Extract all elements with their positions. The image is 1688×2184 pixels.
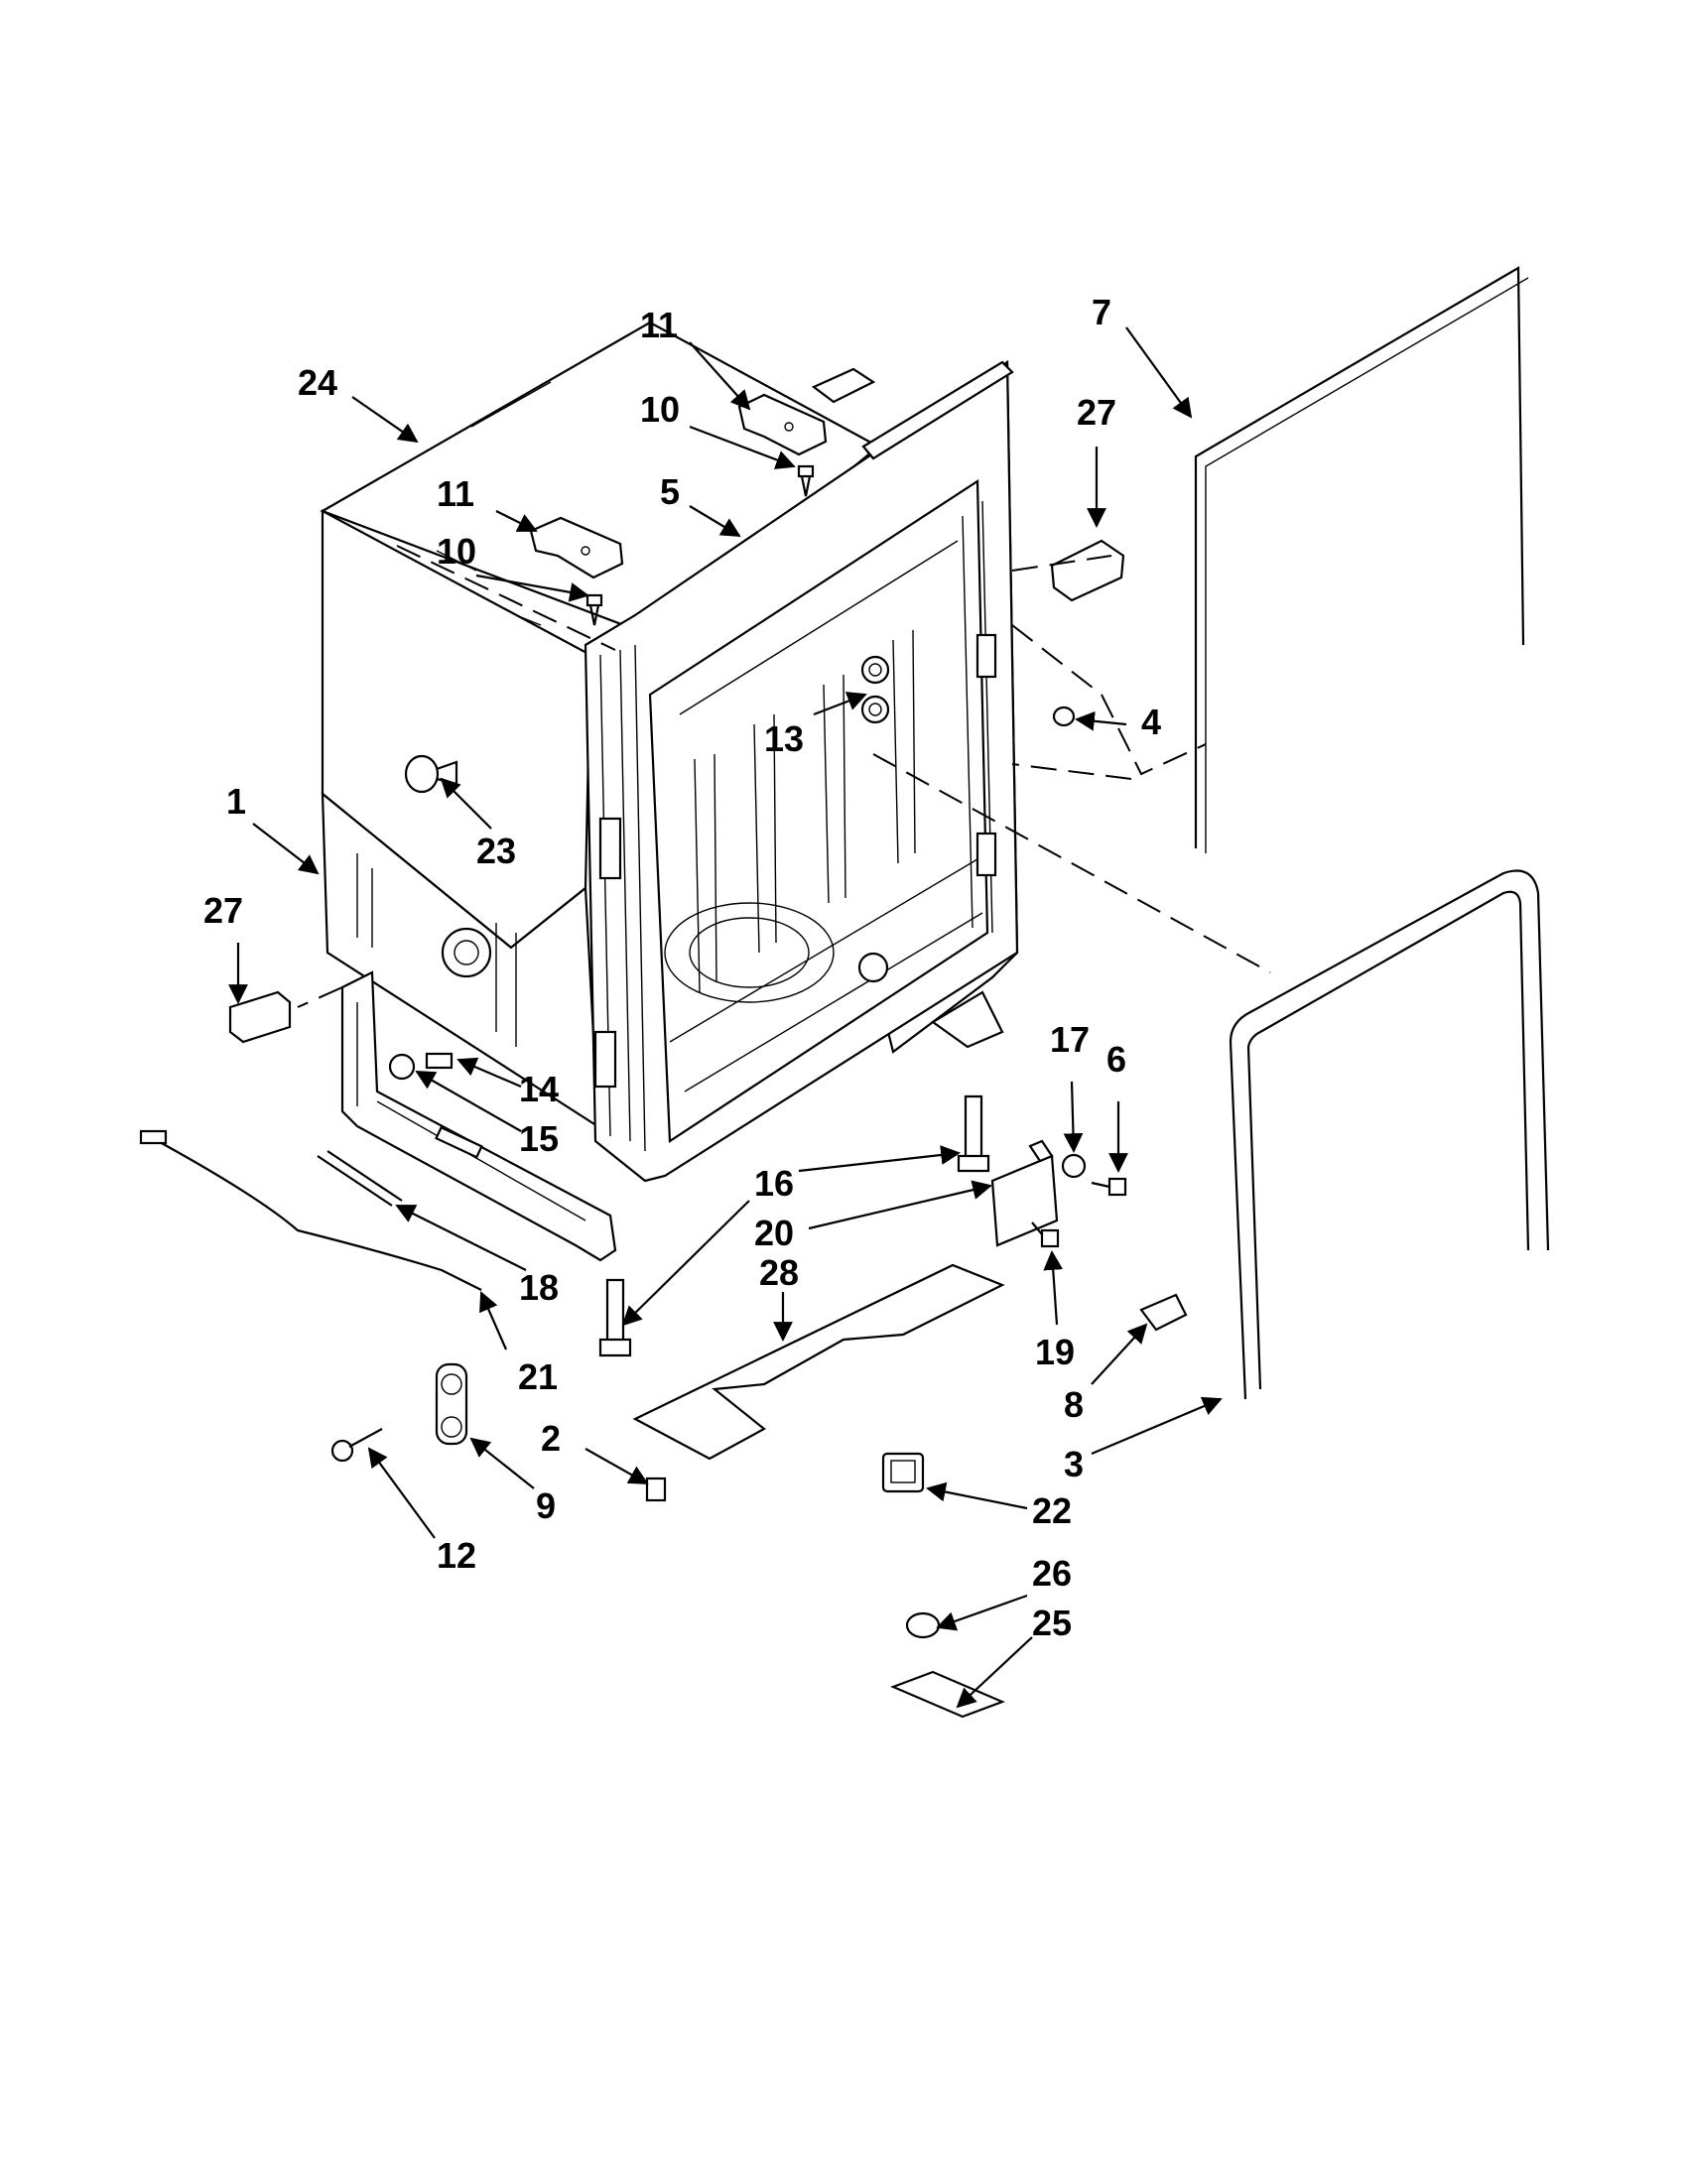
hinge-plate-left xyxy=(529,516,624,579)
callout-12: 12 xyxy=(437,1535,476,1576)
callout-19: 19 xyxy=(1035,1332,1075,1372)
leveling-leg-left xyxy=(598,1278,632,1357)
bolt-part xyxy=(330,1428,383,1463)
float-cap xyxy=(905,1611,941,1639)
door-spring xyxy=(317,1150,403,1207)
callout-17: 17 xyxy=(1050,1019,1090,1060)
callout-27: 27 xyxy=(203,890,243,931)
screw-hinge xyxy=(425,1052,454,1070)
corner-block-left xyxy=(228,990,292,1044)
callout-2: 2 xyxy=(541,1418,561,1459)
callout-11: 11 xyxy=(437,473,474,514)
hinge-plate-top xyxy=(737,393,828,456)
screw-side xyxy=(1091,1177,1127,1197)
screw-bottom xyxy=(1031,1221,1060,1248)
callout-23: 23 xyxy=(476,831,516,871)
switch-part xyxy=(881,1452,925,1493)
callout-13: 13 xyxy=(764,718,804,759)
callout-25: 25 xyxy=(1032,1603,1072,1643)
callout-20: 20 xyxy=(754,1213,794,1253)
callout-8: 8 xyxy=(1064,1384,1084,1425)
nut-hinge xyxy=(388,1053,416,1081)
roller-pair xyxy=(435,1362,468,1446)
float-bracket xyxy=(890,1670,1005,1719)
callout-24: 24 xyxy=(298,362,337,403)
callout-9: 9 xyxy=(536,1485,556,1526)
callout-18: 18 xyxy=(519,1267,559,1308)
cap-part xyxy=(1052,706,1076,727)
top-gasket xyxy=(1194,266,1529,853)
callout-5: 5 xyxy=(660,471,680,512)
callout-21: 21 xyxy=(518,1356,558,1397)
assembly-lines xyxy=(297,545,1271,1008)
dishwasher-tub xyxy=(320,321,1019,1262)
callout-1: 1 xyxy=(226,781,246,822)
callout-6: 6 xyxy=(1106,1039,1126,1080)
mounting-bracket xyxy=(990,1139,1059,1247)
callout-15: 15 xyxy=(519,1118,559,1159)
door-gasket xyxy=(1229,869,1550,1400)
screw-top xyxy=(797,464,815,497)
callout-14: 14 xyxy=(519,1069,559,1109)
callout-26: 26 xyxy=(1032,1553,1072,1594)
shield-plate xyxy=(632,1263,1005,1461)
foot-pad xyxy=(645,1477,667,1502)
leader-lines xyxy=(228,326,1223,1709)
callout-28: 28 xyxy=(759,1252,799,1293)
door-cable xyxy=(139,1129,482,1291)
callout-11: 11 xyxy=(640,305,678,345)
leveling-leg-right xyxy=(957,1094,990,1173)
callout-10: 10 xyxy=(437,531,476,572)
callout-7: 7 xyxy=(1092,292,1111,332)
clip-part xyxy=(811,367,876,404)
callout-3: 3 xyxy=(1064,1444,1084,1484)
callout-16: 16 xyxy=(754,1163,794,1204)
latch-part xyxy=(1139,1293,1188,1332)
callout-27: 27 xyxy=(1077,392,1116,433)
callout-labels: 24 11 10 5 11 10 7 27 4 13 23 1 27 14 15… xyxy=(203,292,1161,1643)
corner-block-right xyxy=(1050,539,1125,602)
roller-bracket xyxy=(860,655,890,724)
callout-4: 4 xyxy=(1141,702,1161,742)
washer-part xyxy=(1061,1153,1087,1179)
callout-10: 10 xyxy=(640,389,680,430)
callout-22: 22 xyxy=(1032,1490,1072,1531)
